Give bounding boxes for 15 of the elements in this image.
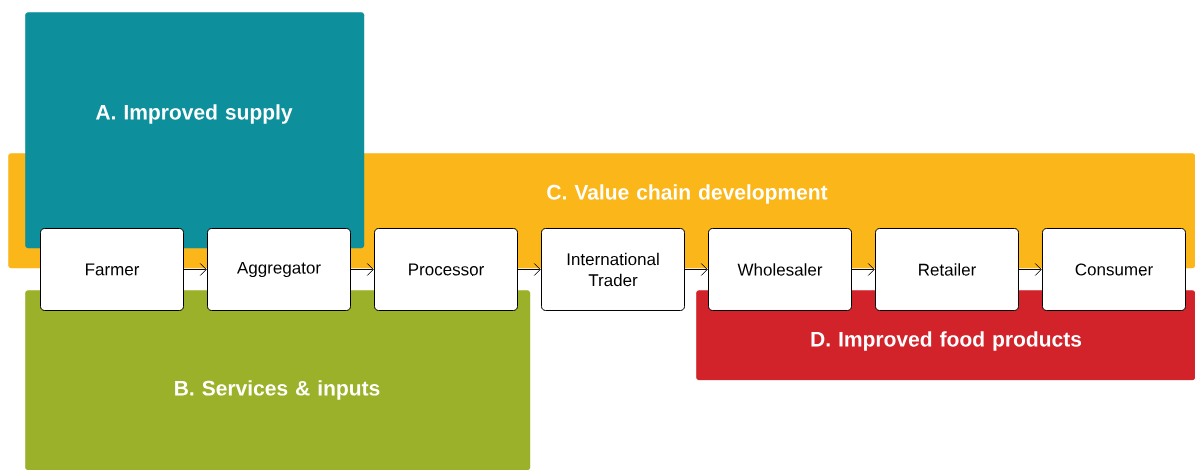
arrow — [183, 263, 207, 276]
process-box: Retailer — [875, 228, 1019, 311]
process-box: Wholesaler — [708, 228, 852, 311]
arrow — [684, 263, 708, 276]
arrow — [517, 263, 541, 276]
arrow — [851, 263, 875, 276]
band: B. Services & inputs — [25, 290, 531, 470]
arrow — [350, 263, 374, 276]
process-box: Farmer — [40, 228, 184, 311]
band: A. Improved supply — [25, 12, 365, 249]
process-box: International Trader — [541, 228, 685, 311]
process-box: Aggregator — [207, 228, 351, 311]
process-box: Consumer — [1042, 228, 1186, 311]
arrow — [1018, 263, 1042, 276]
process-box: Processor — [374, 228, 518, 311]
